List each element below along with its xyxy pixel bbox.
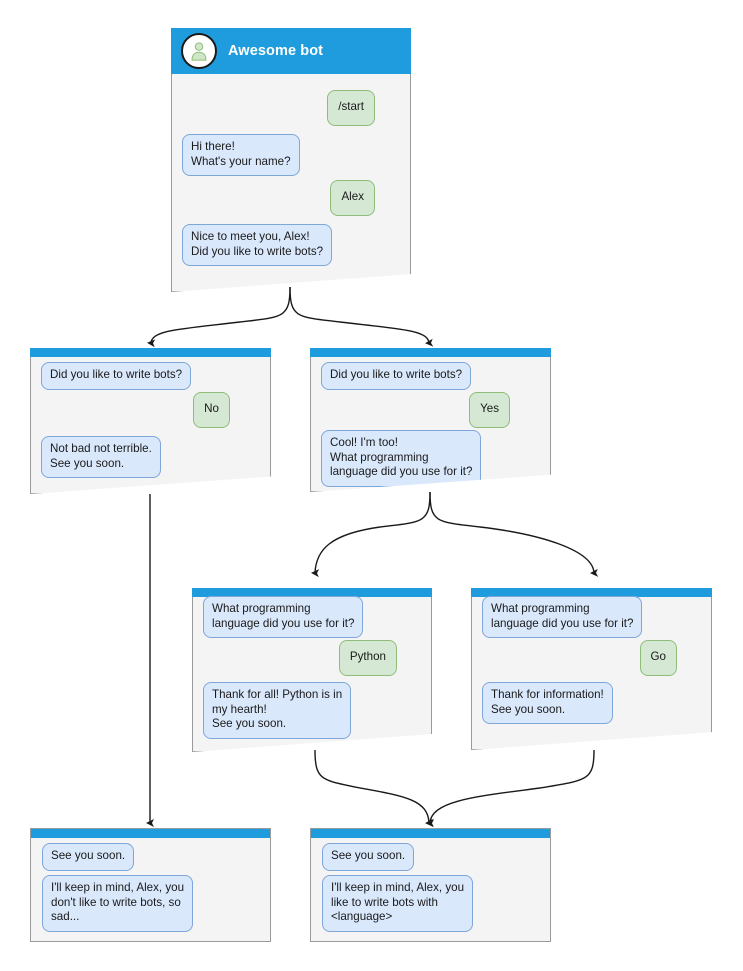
bot-message-bubble[interactable]: Did you like to write bots? [321, 362, 472, 390]
card-header [310, 348, 551, 357]
card-yes-branch[interactable]: Did you like to write bots? Yes Cool! I'… [310, 348, 551, 492]
bot-message-bubble[interactable]: See you soon. [322, 843, 415, 871]
bot-title: Awesome bot [228, 43, 324, 59]
bot-message-bubble[interactable]: Did you like to write bots? [41, 362, 192, 390]
person-avatar-icon [181, 33, 217, 69]
edge-go-to-end [426, 749, 595, 828]
bot-message-bubble[interactable]: Thank for information! See you soon. [482, 682, 613, 725]
card-header [30, 348, 271, 357]
edge-yes-to-go [429, 491, 599, 577]
card-header [311, 829, 550, 838]
user-message-bubble[interactable]: Go [639, 640, 677, 676]
message-row-bot: Hi there! What's your name? [182, 134, 300, 177]
card-go-branch[interactable]: What programming language did you use fo… [471, 588, 712, 750]
message-row-bot: Thank for all! Python is in my hearth! S… [203, 682, 352, 739]
message-row-user: Alex [330, 180, 375, 216]
bot-message-bubble[interactable]: What programming language did you use fo… [203, 596, 364, 639]
card-python-branch[interactable]: What programming language did you use fo… [192, 588, 432, 752]
message-row-bot: What programming language did you use fo… [482, 596, 643, 639]
card-end-happy[interactable]: See you soon. I'll keep in mind, Alex, y… [310, 828, 551, 942]
bot-message-bubble[interactable]: See you soon. [42, 843, 135, 871]
bot-message-bubble[interactable]: Not bad not terrible. See you soon. [41, 436, 161, 479]
edge-yes-to-python [311, 491, 431, 578]
card-header [192, 588, 432, 597]
message-row-bot: See you soon. [322, 843, 415, 871]
user-message-bubble[interactable]: Python [338, 640, 397, 676]
message-row-bot: See you soon. [42, 843, 135, 871]
bot-message-bubble[interactable]: I'll keep in mind, Alex, you don't like … [42, 875, 194, 932]
card-end-sad[interactable]: See you soon. I'll keep in mind, Alex, y… [30, 828, 271, 942]
message-row-bot: Not bad not terrible. See you soon. [41, 436, 161, 479]
card-root-awesome-bot[interactable]: Awesome bot /start Hi there! What's your… [171, 28, 411, 292]
edge-python-to-end [314, 749, 434, 827]
message-row-user: Python [338, 640, 397, 676]
card-header: Awesome bot [171, 28, 411, 74]
card-no-branch[interactable]: Did you like to write bots? No Not bad n… [30, 348, 271, 494]
bot-message-bubble[interactable]: I'll keep in mind, Alex, you like to wri… [322, 875, 474, 932]
user-message-bubble[interactable]: /start [327, 90, 375, 126]
card-header [471, 588, 712, 597]
edge-root-to-yes [289, 286, 434, 347]
message-row-bot: Thank for information! See you soon. [482, 682, 613, 725]
message-row-user: Go [639, 640, 677, 676]
edge-root-to-no [147, 286, 291, 348]
message-row-bot: I'll keep in mind, Alex, you don't like … [42, 875, 194, 932]
message-row-user: Yes [469, 392, 510, 428]
message-row-user: /start [327, 90, 375, 126]
card-header [31, 829, 270, 838]
message-row-bot: Did you like to write bots? [41, 362, 192, 390]
message-row-user: No [193, 392, 230, 428]
bot-message-bubble[interactable]: Thank for all! Python is in my hearth! S… [203, 682, 352, 739]
user-message-bubble[interactable]: Yes [469, 392, 510, 428]
user-message-bubble[interactable]: Alex [330, 180, 375, 216]
user-message-bubble[interactable]: No [193, 392, 230, 428]
message-row-bot: Cool! I'm too! What programming language… [321, 430, 482, 487]
bot-message-bubble[interactable]: Cool! I'm too! What programming language… [321, 430, 482, 487]
message-row-bot: Did you like to write bots? [321, 362, 472, 390]
message-row-bot: I'll keep in mind, Alex, you like to wri… [322, 875, 474, 932]
message-row-bot: Nice to meet you, Alex! Did you like to … [182, 224, 333, 267]
bot-message-bubble[interactable]: Nice to meet you, Alex! Did you like to … [182, 224, 333, 267]
bot-message-bubble[interactable]: What programming language did you use fo… [482, 596, 643, 639]
bot-message-bubble[interactable]: Hi there! What's your name? [182, 134, 300, 177]
message-row-bot: What programming language did you use fo… [203, 596, 364, 639]
